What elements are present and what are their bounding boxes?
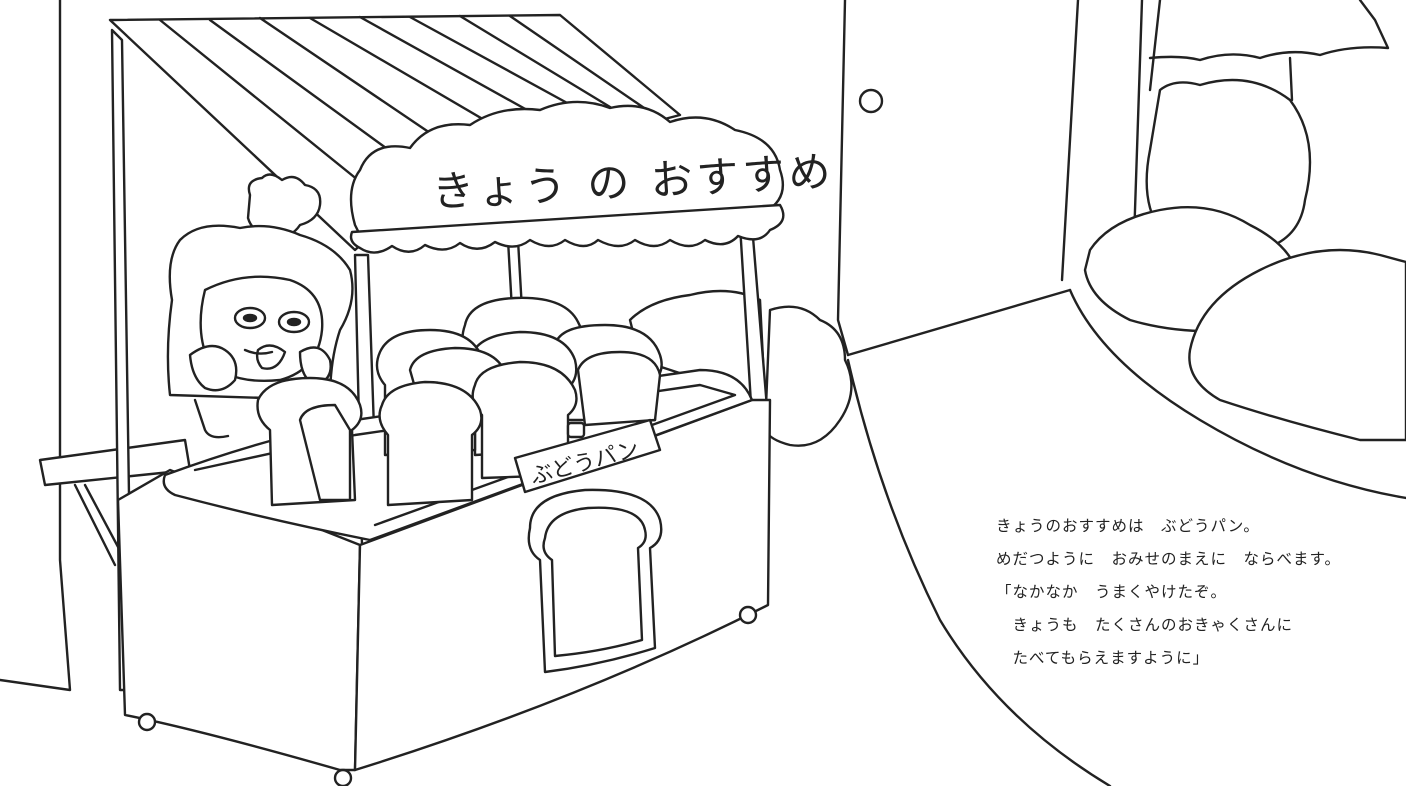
story-line: めだつように おみせのまえに ならべます。 <box>996 550 1341 568</box>
recommendation-sign: きょう の おすすめ <box>349 100 836 254</box>
story-line: たべてもらえますように」 <box>996 649 1210 667</box>
bread-window <box>527 488 663 674</box>
bread-baker-character <box>166 173 354 439</box>
story-text: きょうのおすすめは ぶどうパン。 めだつように おみせのまえに ならべます。 「… <box>996 512 1396 677</box>
story-line: きょうのおすすめは ぶどうパン。 <box>996 517 1260 535</box>
bread-loaves <box>256 296 663 507</box>
bushes <box>628 78 1406 447</box>
story-line: 「なかなか うまくやけたぞ。 <box>996 583 1228 601</box>
story-line: きょうも たくさんのおきゃくさんに <box>996 616 1294 634</box>
